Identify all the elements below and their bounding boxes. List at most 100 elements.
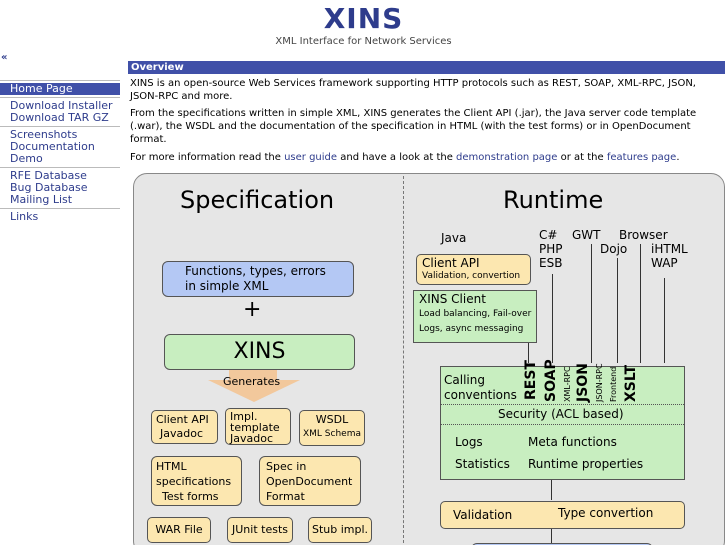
generates-label: Generates [223, 375, 281, 388]
sidebar-item-download-tar-gz[interactable]: Download TAR GZ [10, 111, 109, 124]
user-guide-link[interactable]: user guide [284, 152, 338, 163]
arrow-java [528, 343, 529, 363]
stub-impl-box: Stub impl. [308, 517, 372, 543]
html-spec-line-1: HTML [156, 460, 187, 473]
impl-line-2: template [230, 421, 280, 434]
runtime-properties-label: Runtime properties [528, 457, 644, 471]
validation-label: Validation [453, 508, 513, 522]
generates-arrow [229, 370, 277, 380]
collapse-sidebar-icon[interactable]: « [1, 52, 8, 63]
impl-template-box: Impl. template Javadoc [225, 408, 291, 445]
p3-text-mid-1: and have a look at the [337, 152, 457, 163]
xins-client-line-1: XINS Client [419, 292, 486, 306]
dojo-label: Dojo [600, 242, 628, 256]
convention-xslt: XSLT [623, 364, 639, 402]
sidebar-item-documentation[interactable]: Documentation [10, 140, 95, 153]
spec-opendocument-box: Spec in OpenDocument Format [259, 456, 361, 506]
gwt-label: GWT [572, 228, 601, 242]
security-divider [441, 404, 684, 405]
convention-rest: REST [523, 360, 539, 400]
arrow-gwt [591, 244, 592, 363]
xins-box: XINS [164, 334, 355, 370]
client-api-line-1: Client API [156, 413, 209, 426]
sidebar-item-home-page[interactable]: Home Page [0, 83, 120, 95]
sidebar-item-mailing-list[interactable]: Mailing List [10, 193, 73, 206]
spec-od-line-3: Format [266, 490, 305, 503]
functions-line-1: Functions, types, errors [185, 264, 326, 278]
wsdl-line-1: WSDL [315, 413, 349, 426]
convention-json-rpc: JSON-RPC [595, 363, 604, 402]
sidebar-item-bug-database[interactable]: Bug Database [10, 181, 88, 194]
impl-line-1: Impl. [230, 410, 258, 423]
ihtml-label: iHTML WAP [651, 242, 688, 270]
wsdl-box: WSDL XML Schema [299, 410, 365, 446]
convention-frontend: Frontend [609, 366, 618, 402]
runtime-client-api-line-2: Validation, convertion [422, 271, 521, 281]
main-content: Overview XINS is an open-source Web Serv… [128, 61, 725, 164]
arrow-to-validation [551, 480, 552, 500]
p3-text-mid-2: or at the [557, 152, 607, 163]
sidebar-group-docs: Screenshots Documentation Demo [0, 126, 120, 167]
sidebar-group-links: Links [0, 208, 120, 225]
html-spec-line-3: Test forms [162, 490, 219, 503]
p3-text-start: For more information read the [130, 152, 285, 163]
sidebar-item-screenshots[interactable]: Screenshots [10, 128, 78, 141]
sidebar-group-home: Home Page [0, 80, 120, 97]
validation-box [440, 501, 685, 529]
diagram-divider [403, 176, 404, 545]
sidebar-group-download: Download Installer Download TAR GZ [0, 97, 120, 126]
functions-box: Functions, types, errors in simple XML [162, 261, 354, 297]
arrow-ihtml [664, 278, 665, 363]
client-api-box: Client API Javadoc [151, 410, 218, 444]
sidebar-item-download-installer[interactable]: Download Installer [10, 99, 113, 112]
sidebar-item-demo[interactable]: Demo [10, 152, 43, 165]
arrow-below-validation [551, 529, 552, 543]
xins-client-box: XINS Client Load balancing, Fail-over Lo… [413, 290, 537, 343]
runtime-client-api-box: Client API Validation, convertion [416, 254, 531, 285]
features-page-link[interactable]: features page [606, 152, 677, 163]
overview-paragraph-1: XINS is an open-source Web Services fram… [130, 78, 696, 102]
logs-divider [441, 424, 684, 425]
overview-heading: Overview [128, 61, 725, 74]
meta-functions-label: Meta functions [528, 435, 617, 449]
runtime-client-api-line-1: Client API [422, 256, 480, 270]
site-subtitle: XML Interface for Network Services [275, 36, 452, 47]
overview-paragraph-2: From the specifications written in simpl… [130, 108, 697, 145]
impl-line-3: Javadoc [230, 432, 273, 445]
xins-client-line-3: Logs, async messaging [419, 324, 524, 334]
convention-json: JSON [575, 363, 591, 402]
browser-label: Browser [619, 228, 668, 242]
logs-label: Logs [455, 435, 483, 449]
junit-tests-box: JUnit tests [227, 517, 293, 543]
demonstration-page-link[interactable]: demonstration page [456, 152, 558, 163]
sidebar-item-rfe-database[interactable]: RFE Database [10, 169, 87, 182]
overview-paragraph-3: For more information read the user guide… [128, 151, 725, 164]
architecture-diagram: Specification Functions, types, errors i… [128, 170, 727, 545]
arrow-langs [552, 274, 553, 363]
runtime-title: Runtime [503, 186, 604, 214]
spec-od-line-2: OpenDocument [266, 475, 353, 488]
lang-php: PHP [539, 242, 563, 256]
arrow-dojo [617, 258, 618, 363]
ihtml-line-2: WAP [651, 256, 678, 270]
client-api-line-2: Javadoc [160, 427, 203, 440]
xins-client-line-2: Load balancing, Fail-over [419, 309, 532, 319]
html-spec-line-2: specifications [156, 475, 232, 488]
functions-line-2: in simple XML [185, 279, 269, 293]
type-convertion-label: Type convertion [558, 506, 654, 520]
lang-esb: ESB [539, 256, 563, 270]
sidebar-item-links[interactable]: Links [10, 210, 39, 223]
plus-sign: + [243, 297, 262, 322]
langs-label: C# PHP ESB [539, 228, 563, 270]
calling-line-1: Calling [444, 373, 485, 387]
html-spec-box: HTML specifications Test forms [151, 456, 242, 506]
convention-xml-rpc: XML-RPC [563, 366, 572, 402]
sidebar-group-support: RFE Database Bug Database Mailing List [0, 167, 120, 208]
generates-arrow-head [208, 380, 300, 402]
specification-title: Specification [180, 186, 335, 214]
calling-label: Calling conventions [444, 373, 517, 403]
p3-text-end: . [676, 152, 680, 163]
sidebar-nav: Home Page Download Installer Download TA… [0, 80, 120, 225]
runtime-conventions-box [440, 366, 685, 480]
convention-soap: SOAP [543, 359, 559, 402]
